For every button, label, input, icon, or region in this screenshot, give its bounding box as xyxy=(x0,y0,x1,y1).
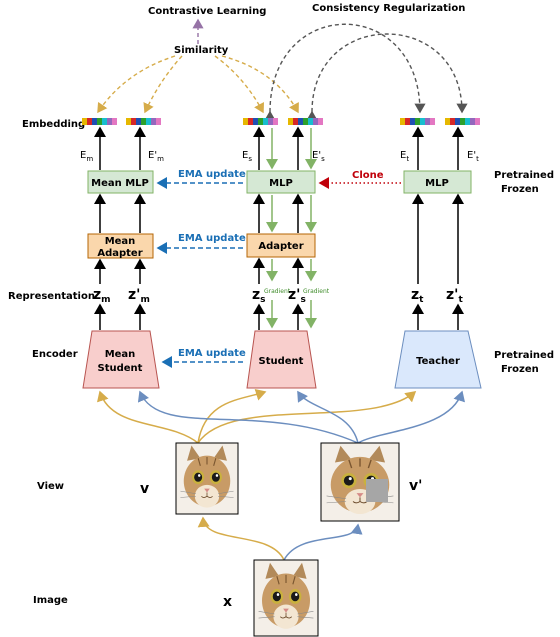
gradient-label-right: Gradient xyxy=(303,288,330,295)
view-v-to-teacher xyxy=(197,391,417,444)
view-vp-mask xyxy=(366,479,388,502)
view-v-frame xyxy=(175,442,239,515)
view-vp-to-student xyxy=(297,390,359,444)
z-m-label: zm xyxy=(93,287,111,305)
z-s-prime-label: z's xyxy=(288,287,306,305)
embedding-strip-em xyxy=(82,118,117,125)
similarity-to-es-arrow xyxy=(214,55,265,114)
z-t-label: zt xyxy=(411,287,424,305)
teacher-label: Teacher xyxy=(416,356,460,367)
representation-row-label: Representation xyxy=(8,291,95,302)
image-x-label: x xyxy=(223,594,232,610)
view-v-to-mean-student xyxy=(97,390,199,444)
view-v-label: v xyxy=(140,481,149,497)
clone-label: Clone xyxy=(352,170,384,181)
teacher-mlp-label: MLP xyxy=(425,178,449,189)
embedding-strip-es xyxy=(243,118,278,125)
student-mlp-label: MLP xyxy=(269,178,293,189)
mean-mlp-box xyxy=(87,170,154,194)
embedding-row-label: Embedding xyxy=(22,119,85,130)
et-label: Et xyxy=(400,150,409,163)
similarity-label: Similarity xyxy=(174,45,229,56)
encoder-pretrained-label: Pretrained xyxy=(494,350,554,361)
embedding-strip-em-prime xyxy=(126,118,161,125)
consistency-arc-inner xyxy=(306,33,468,121)
mean-adapter-label-1: Mean xyxy=(105,236,136,247)
student-mlp-box xyxy=(246,170,316,194)
encoder-frozen-label: Frozen xyxy=(501,364,539,375)
em-prime-label: E'm xyxy=(148,150,164,163)
view-vp-frame xyxy=(320,442,400,522)
ema-update-mlp-label: EMA update xyxy=(178,169,246,180)
adapter-box xyxy=(246,233,316,258)
z-m-prime-label: z'm xyxy=(128,287,150,305)
mlp-pretrained-label: Pretrained xyxy=(494,170,554,181)
image-to-view-v xyxy=(197,516,285,561)
similarity-to-es-prime-arrow xyxy=(221,55,299,114)
view-vp-to-teacher xyxy=(357,390,465,444)
es-label: Es xyxy=(242,150,252,163)
mean-student-encoder xyxy=(82,330,160,389)
image-to-view-vp xyxy=(283,523,363,561)
mean-student-label-2: Student xyxy=(98,363,143,374)
et-prime-label: E't xyxy=(467,150,479,163)
contrastive-learning-label: Contrastive Learning xyxy=(148,6,266,17)
ema-update-encoder-label: EMA update xyxy=(178,348,246,359)
view-v-to-student xyxy=(197,389,267,444)
em-label: Em xyxy=(80,150,93,163)
view-vp-label: v' xyxy=(409,478,422,494)
adapter-label: Adapter xyxy=(258,241,303,252)
input-image-frame xyxy=(253,559,319,637)
gradient-label-left: Gradient xyxy=(264,288,291,295)
view-v-image xyxy=(175,442,239,515)
consistency-regularization-label: Consistency Regularization xyxy=(312,3,465,14)
z-s-label: zs xyxy=(252,287,266,305)
similarity-to-em-prime-arrow xyxy=(143,55,183,114)
embedding-strip-es-prime xyxy=(288,118,323,125)
similarity-to-em-arrow xyxy=(97,55,176,114)
z-t-prime-label: z't xyxy=(446,287,463,305)
es-prime-label: E's xyxy=(312,150,325,163)
teacher-encoder xyxy=(394,330,482,389)
input-image xyxy=(253,559,319,637)
embedding-strip-et xyxy=(400,118,435,125)
student-label: Student xyxy=(259,356,304,367)
teacher-mlp-box xyxy=(403,170,472,194)
mean-adapter-label-2: Adapter xyxy=(97,248,142,259)
mean-student-label-1: Mean xyxy=(105,349,136,360)
mean-adapter-box xyxy=(87,233,154,259)
image-row-label: Image xyxy=(33,595,68,606)
view-row-label: View xyxy=(37,481,64,492)
encoder-row-label: Encoder xyxy=(32,349,78,360)
mean-mlp-label: Mean MLP xyxy=(91,178,149,189)
consistency-arc-outer xyxy=(264,23,426,121)
embedding-strip-et-prime xyxy=(445,118,480,125)
student-encoder xyxy=(246,330,317,389)
view-vp-to-mean-student xyxy=(137,390,359,444)
ema-update-adapter-label: EMA update xyxy=(178,233,246,244)
mlp-frozen-label: Frozen xyxy=(501,184,539,195)
